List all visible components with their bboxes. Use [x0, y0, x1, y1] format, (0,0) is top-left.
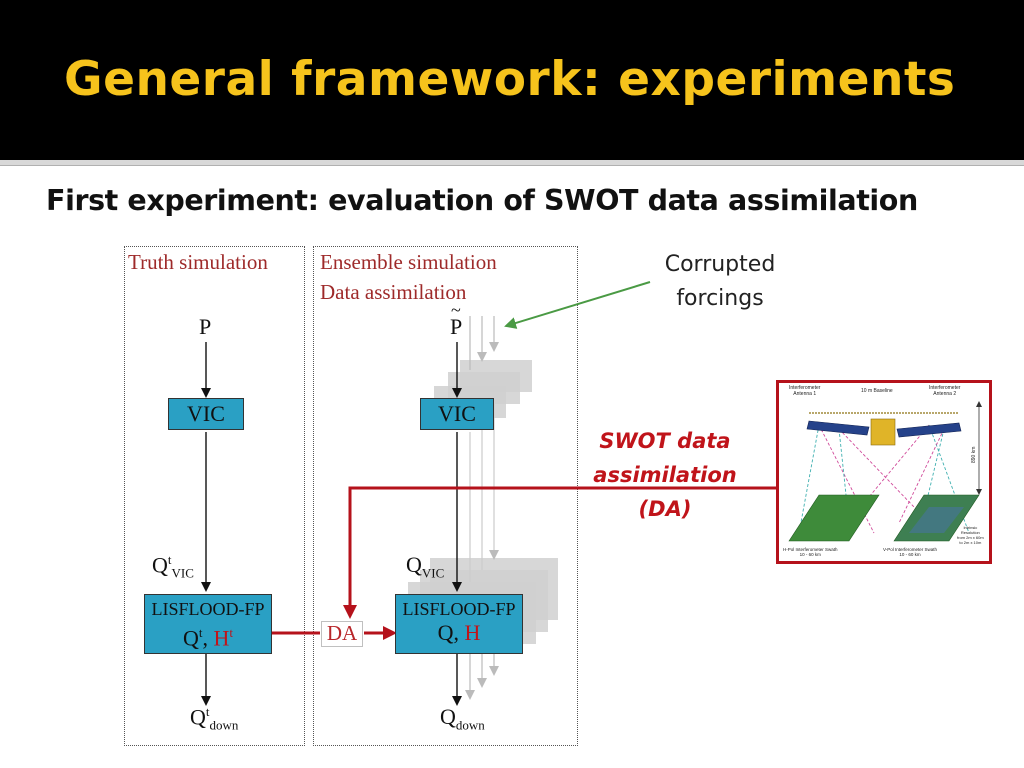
truth-q-down-label: Qtdown	[190, 704, 239, 733]
truth-q-vic-label: QtVIC	[152, 552, 194, 581]
da-box: DA	[321, 621, 363, 647]
ensemble-lisflood-vars: Q, H	[437, 620, 481, 645]
sat-altitude-label: 890 km	[971, 446, 977, 463]
truth-lisflood-box: LISFLOOD-FP Qt, Ht	[144, 594, 272, 654]
truth-lisflood-title: LISFLOOD-FP	[151, 599, 265, 619]
title-bar	[0, 0, 1024, 160]
truth-p-symbol: P	[199, 314, 212, 339]
truth-lisflood-vars: Qt, Ht	[182, 625, 234, 651]
ensemble-p-tilde-symbol: P	[450, 314, 463, 339]
arrow-swot-to-da	[343, 486, 776, 619]
ensemble-lisflood-title: LISFLOOD-FP	[402, 599, 516, 619]
truth-vic-box: VIC	[168, 398, 244, 430]
title-underline	[0, 160, 1024, 166]
swot-satellite-illustration	[788, 401, 982, 542]
ensemble-lisflood-box: LISFLOOD-FP Q, H	[395, 594, 523, 654]
ensemble-q-down-label: Qdown	[440, 704, 485, 733]
arrow-corrupted-forcings	[504, 281, 651, 329]
ensemble-tilde-mark: ~	[451, 300, 461, 320]
ensemble-panel-label-2: Data assimilation	[320, 280, 467, 304]
slide-title: General framework: experiments	[64, 52, 956, 107]
truth-panel	[124, 246, 305, 746]
ensemble-vic-box: VIC	[420, 398, 494, 430]
truth-panel-label: Truth simulation	[128, 250, 268, 274]
ensemble-panel	[313, 246, 578, 746]
corrupted-forcings-annotation: Corrupted forcings	[664, 252, 776, 311]
ensemble-panel-label-1: Ensemble simulation	[320, 250, 497, 274]
slide-subtitle: First experiment: evaluation of SWOT dat…	[46, 184, 918, 217]
swot-da-annotation: SWOT data assimilation (DA)	[593, 429, 737, 521]
sat-baseline-label: 10 m Baseline	[861, 388, 893, 394]
ensemble-q-vic-label: QVIC	[406, 552, 445, 581]
